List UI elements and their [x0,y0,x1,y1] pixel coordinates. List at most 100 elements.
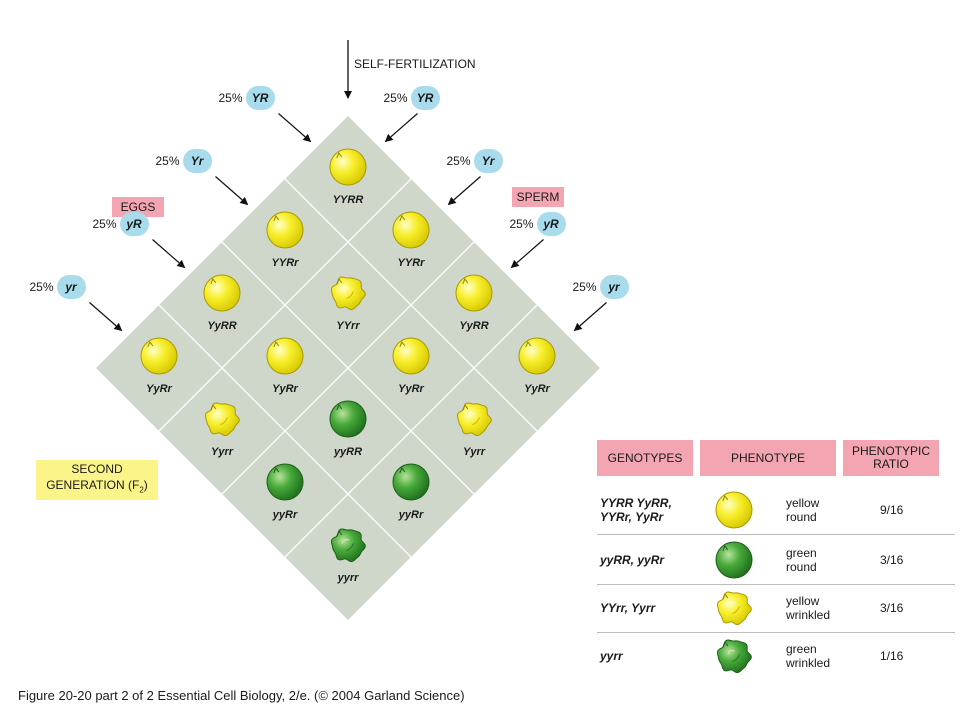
genotype-label: YyRR [459,320,489,332]
genotype-label: YYrr [336,320,360,332]
header-phenotypic-ratio: PHENOTYPIC RATIO [843,440,939,476]
table-row-divider [597,632,955,633]
grid-line [221,241,475,495]
genotype-label: YyRr [146,383,172,395]
egg-gamete: 25%yR [92,211,149,236]
gamete-genotype: yR [536,211,566,236]
green-wrinkled-pea [330,528,366,563]
genotype-label: YYRr [271,257,299,269]
gamete-arrow [215,176,249,206]
punnett-grid-lines [158,178,538,558]
ratio-text: 3/16 [880,601,904,615]
gamete-genotype: yr [56,274,86,299]
sperm-gamete: 25%yR [509,211,566,236]
genotype-label: YYRR [332,194,364,206]
genotype-label: yyrr [337,572,359,584]
yellow-round-pea [392,337,430,375]
yellow-wrinkled-pea [330,276,366,311]
yellow-wrinkled-pea [204,402,240,437]
genotype-text: yyrr [600,649,623,663]
phenotype-text: yellow [786,594,820,608]
second-generation-tag: SECOND GENERATION (F2) [36,460,158,500]
gamete-percent: 25% [509,216,534,231]
genotype-text: yyRR, yyRr [600,553,665,567]
grid-line [158,304,412,558]
genotype-label: YyRr [398,383,424,395]
sperm-tag: SPERM [512,187,564,207]
second-generation-line2: GENERATION (F2) [46,478,148,495]
yellow-wrinkled-pea [716,591,752,626]
egg-gamete: 25%yr [29,274,86,299]
genotype-label: YyRR [207,320,237,332]
figure-caption: Figure 20-20 part 2 of 2 Essential Cell … [18,688,465,703]
eggs-tag: EGGS [112,197,164,217]
genotype-label: YyRr [524,383,550,395]
gamete-genotype: Yr [473,148,503,173]
ratio-text: 3/16 [880,553,904,567]
gamete-percent: 25% [29,279,54,294]
phenotype-text: round [786,560,817,574]
yellow-round-pea [715,491,753,529]
gamete-percent: 25% [446,153,471,168]
gamete-percent: 25% [218,90,243,105]
sperm-gamete: 25%yr [572,274,629,299]
yellow-round-pea [203,274,241,312]
genotype-label: yyRR [333,446,363,458]
gamete-genotype: Yr [182,148,212,173]
phenotype-text: yellow [786,496,820,510]
yellow-round-pea [392,211,430,249]
genotype-label: Yyrr [462,446,486,458]
yellow-round-pea [140,337,178,375]
grid-line [284,304,538,558]
gamete-arrow [510,239,544,269]
genotype-text: YYRR YyRR, [600,496,672,510]
genotype-label: yyRr [272,509,298,521]
punnett-cells [140,148,556,563]
phenotype-text: green [786,546,817,560]
genotype-text: YYRr, YyRr [600,510,664,524]
green-round-pea [392,463,430,501]
sperm-gamete: 25%Yr [446,148,503,173]
green-round-pea [715,541,753,579]
yellow-round-pea [455,274,493,312]
green-round-pea [329,400,367,438]
genotype-label: Yyrr [210,446,234,458]
gamete-arrow [152,239,186,269]
phenotype-text: wrinkled [786,656,831,670]
gamete-arrows [89,113,607,332]
gamete-genotype: yR [119,211,149,236]
header-genotypes: GENOTYPES [597,440,693,476]
ratio-text: 1/16 [880,649,904,663]
gamete-percent: 25% [572,279,597,294]
yellow-wrinkled-pea [456,402,492,437]
gamete-genotype: YR [245,85,275,110]
gamete-arrow [89,302,123,332]
phenotype-text: wrinkled [786,608,831,622]
gamete-percent: 25% [92,216,117,231]
gamete-arrow [573,302,607,332]
header-phenotype: PHENOTYPE [700,440,836,476]
sperm-gamete: 25%YR [383,85,440,110]
gamete-percent: 25% [383,90,408,105]
yellow-round-pea [266,211,304,249]
table-row-divider [597,534,955,535]
gamete-percent: 25% [155,153,180,168]
green-wrinkled-pea [716,639,752,674]
genotype-text: YYrr, Yyrr [600,601,656,615]
gamete-genotype: yr [599,274,629,299]
gamete-arrow [384,113,418,143]
gamete-genotype: YR [410,85,440,110]
yellow-round-pea [518,337,556,375]
phenotype-text: round [786,510,817,524]
gamete-arrow [447,176,481,206]
table-row-divider [597,584,955,585]
phenotype-text: green [786,642,817,656]
self-fertilization-label: SELF-FERTILIZATION [354,57,476,71]
green-round-pea [266,463,304,501]
genotype-label: YyRr [272,383,298,395]
genotype-label: YYRr [397,257,425,269]
genotype-label: yyRr [398,509,424,521]
egg-gamete: 25%YR [218,85,275,110]
